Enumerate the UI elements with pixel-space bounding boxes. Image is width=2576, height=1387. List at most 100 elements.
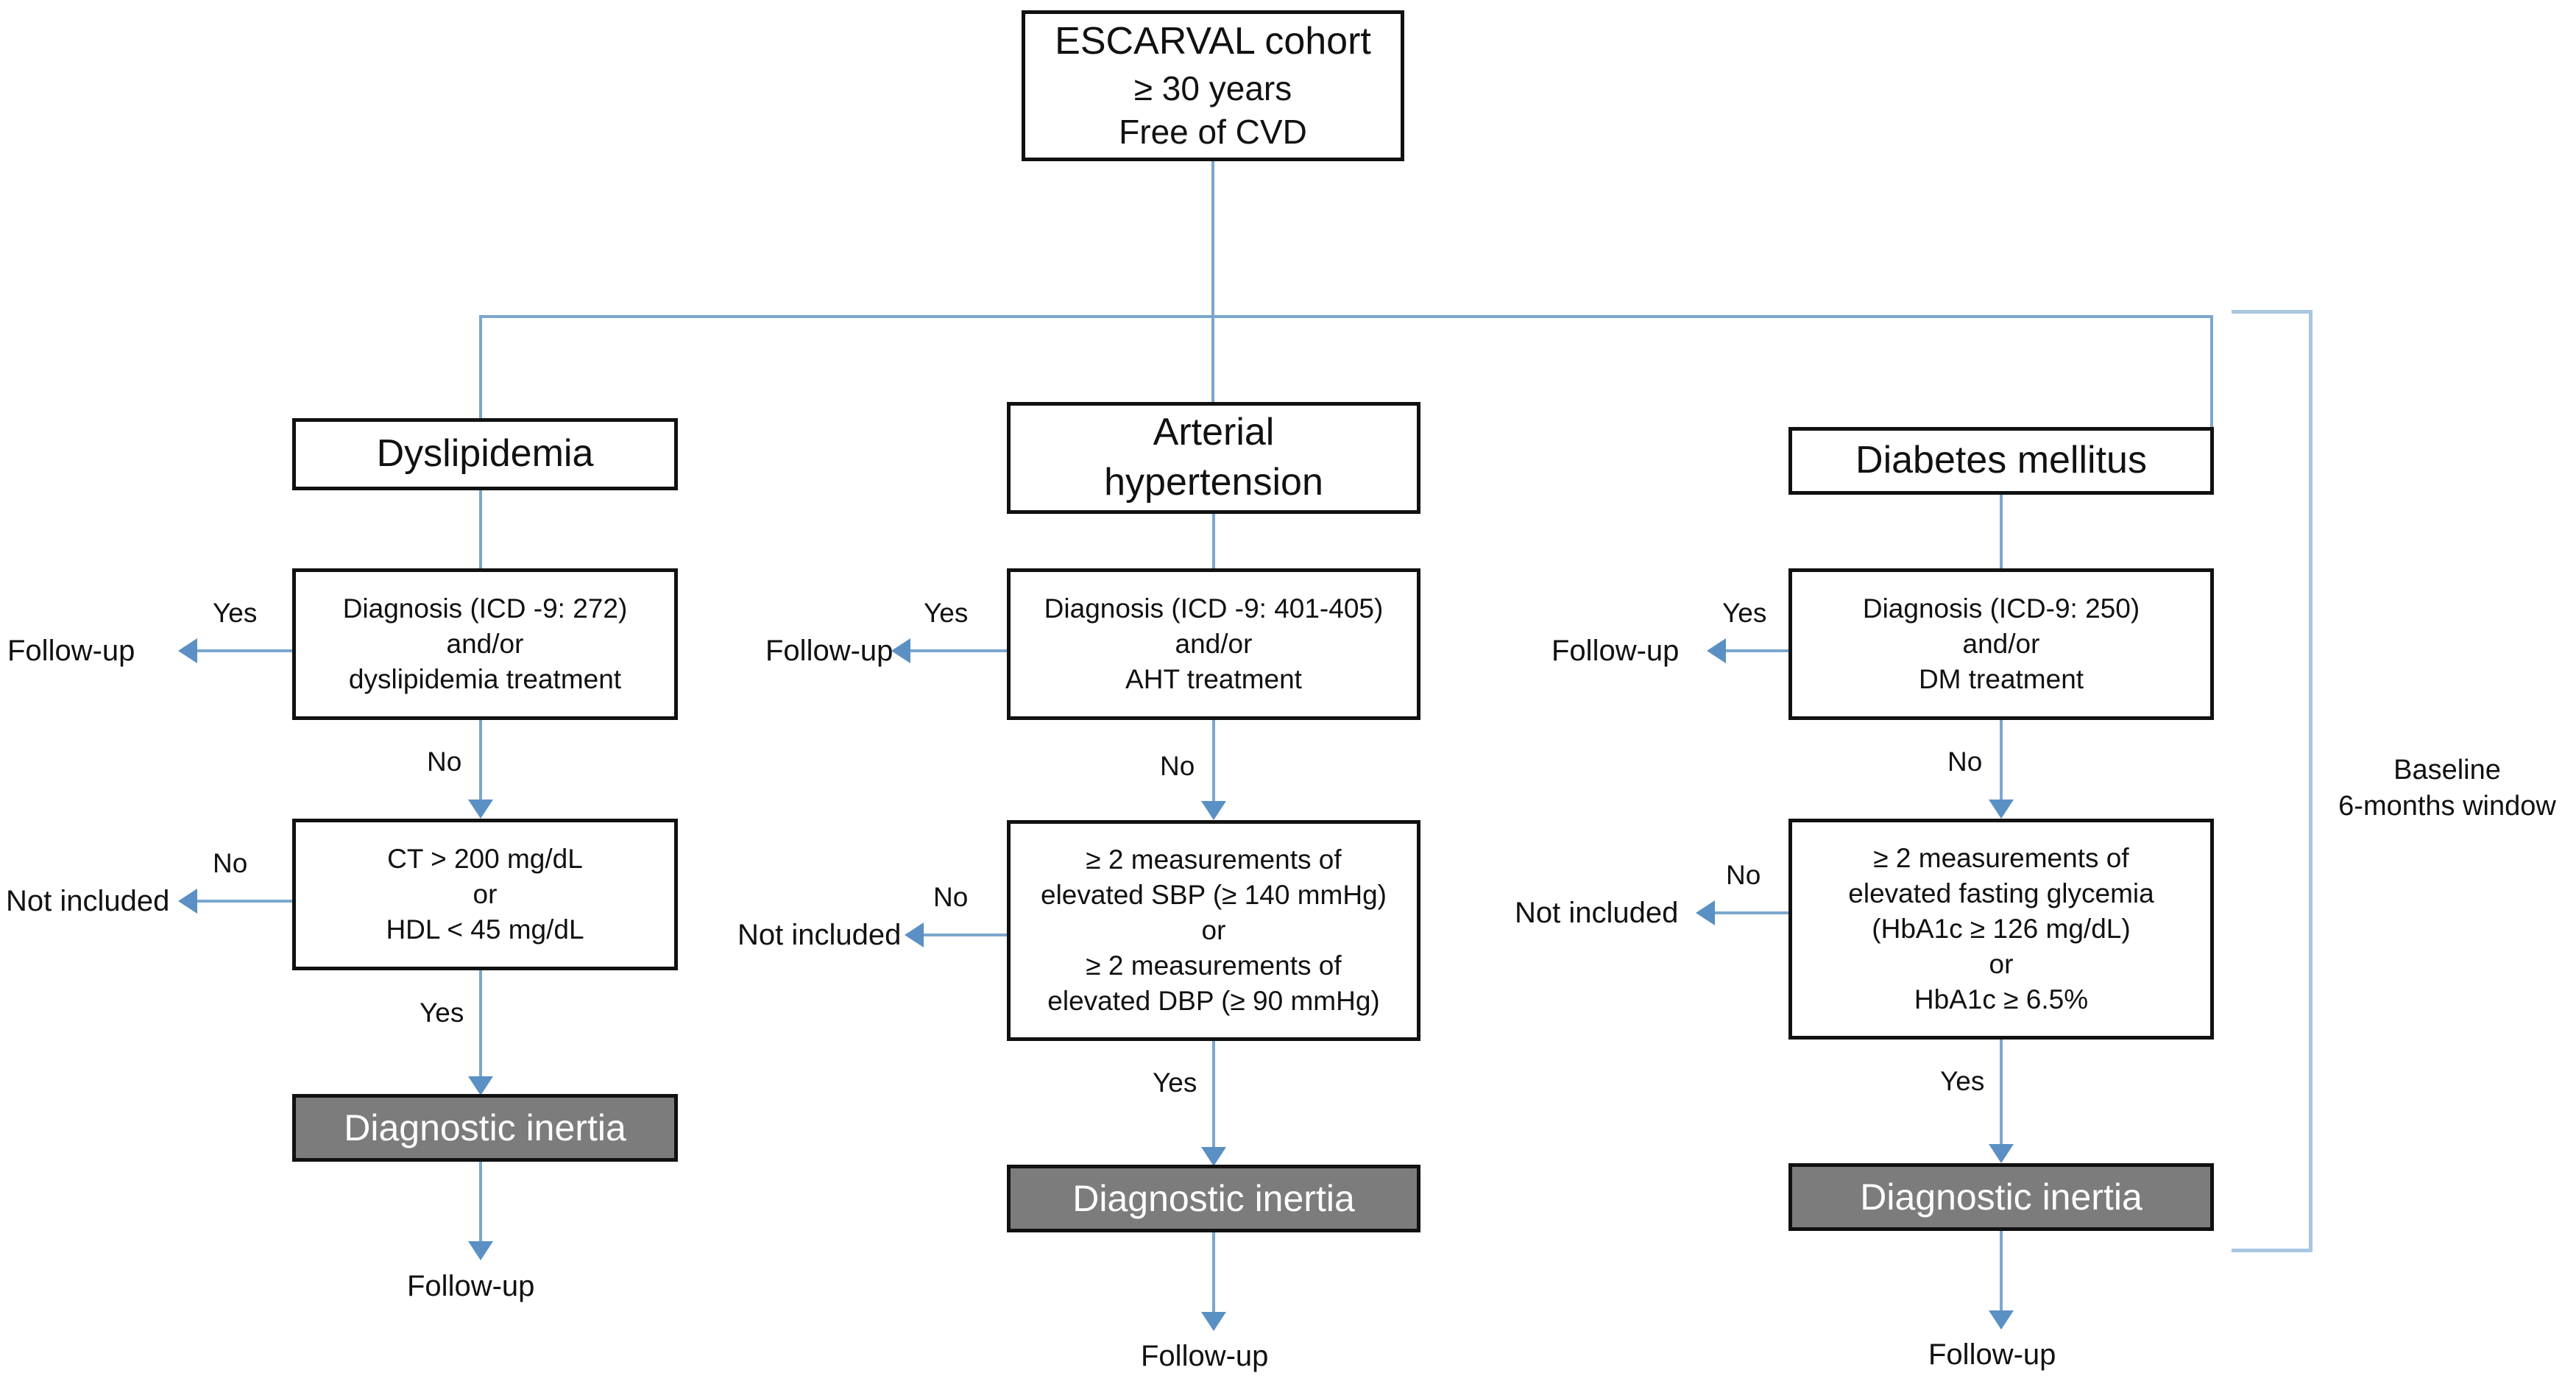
hypertension-diagnosis-line-3: AHT treatment: [1125, 664, 1302, 695]
bracket-bottom-tick: [2232, 1249, 2313, 1252]
terminal-hypertension-followup: Follow-up: [1141, 1340, 1269, 1372]
hypertension-criteria-line-3: or: [1201, 914, 1226, 945]
diabetes-criteria-line-4: or: [1989, 949, 2014, 980]
node-diabetes-diagnosis: Diagnosis (ICD-9: 250) and/or DM treatme…: [1788, 568, 2214, 720]
diabetes-criteria-line-3: (HbA1c ≥ 126 mg/dL): [1872, 913, 2131, 944]
node-hypertension-outcome: Diagnostic inertia: [1007, 1165, 1420, 1232]
label-dyslipidemia-criteria-yes: Yes: [420, 998, 464, 1028]
terminal-diabetes-followup: Follow-up: [1928, 1338, 2056, 1371]
label-diabetes-yes: Yes: [1722, 598, 1767, 628]
dyslipidemia-diagnosis-line-3: dyslipidemia treatment: [348, 664, 622, 695]
bracket-label-line-2: 6-months window: [2338, 791, 2556, 822]
connector-hypertension-title-to-diagnosis: [1212, 514, 1215, 568]
diabetes-diagnosis-line-2: and/or: [1962, 628, 2040, 659]
hypertension-diagnosis-line-2: and/or: [1175, 628, 1253, 659]
diabetes-outcome-label: Diagnostic inertia: [1860, 1176, 2142, 1218]
connector-diabetes-criteria-yes: [2000, 1040, 2003, 1148]
node-diabetes-title: Diabetes mellitus: [1788, 427, 2214, 495]
arrowhead-diabetes-yes: [1707, 638, 1726, 663]
terminal-diabetes-not-included: Not included: [1515, 897, 1679, 929]
bracket-vertical: [2309, 310, 2313, 1252]
connector-root-stem: [1211, 161, 1214, 317]
node-hypertension-criteria: ≥ 2 measurements of elevated SBP (≥ 140 …: [1007, 820, 1420, 1041]
connector-distribution-bar: [479, 315, 2213, 318]
connector-hypertension-criteria-yes: [1212, 1041, 1215, 1151]
label-dyslipidemia-criteria-no: No: [213, 848, 248, 878]
hypertension-title-line-2: hypertension: [1104, 461, 1323, 504]
node-dyslipidemia-criteria: CT > 200 mg/dL or HDL < 45 mg/dL: [292, 819, 678, 970]
bracket-label: Baseline 6-months window: [2326, 752, 2569, 825]
arrowhead-diabetes-criteria-no: [1696, 900, 1715, 925]
hypertension-criteria-line-1: ≥ 2 measurements of: [1086, 844, 1342, 875]
node-escarval-cohort: ESCARVAL cohort ≥ 30 years Free of CVD: [1022, 10, 1404, 161]
dyslipidemia-criteria-line-1: CT > 200 mg/dL: [387, 843, 583, 874]
terminal-dyslipidemia-followup: Follow-up: [407, 1270, 535, 1302]
connector-hypertension-criteria-no: [924, 934, 1008, 936]
connector-drop-dyslipidemia: [479, 315, 482, 420]
diabetes-criteria-line-5: HbA1c ≥ 6.5%: [1914, 984, 2089, 1015]
arrowhead-hypertension-followup: [1201, 1312, 1226, 1331]
arrowhead-dyslipidemia-criteria-yes: [468, 1076, 493, 1095]
arrowhead-dyslipidemia-criteria-no: [178, 889, 197, 914]
arrowhead-diabetes-no: [1989, 800, 2014, 819]
arrowhead-dyslipidemia-followup: [468, 1241, 493, 1260]
connector-dyslipidemia-criteria-yes: [479, 970, 482, 1081]
hypertension-criteria-line-2: elevated SBP (≥ 140 mmHg): [1041, 879, 1387, 910]
terminal-diabetes-yes-followup: Follow-up: [1551, 635, 1680, 667]
connector-drop-diabetes: [2210, 315, 2213, 427]
bracket-label-line-1: Baseline: [2393, 755, 2501, 786]
arrowhead-dyslipidemia-yes: [178, 638, 197, 663]
arrowhead-hypertension-yes: [891, 638, 910, 663]
arrowhead-diabetes-followup: [1989, 1310, 2014, 1330]
hypertension-title-line-1: Arterial: [1153, 411, 1275, 454]
label-diabetes-no: No: [1947, 747, 1983, 777]
hypertension-criteria-line-4: ≥ 2 measurements of: [1086, 950, 1342, 981]
dyslipidemia-title: Dyslipidemia: [376, 432, 594, 476]
dyslipidemia-criteria-line-2: or: [473, 878, 498, 909]
node-hypertension-title: Arterial hypertension: [1007, 402, 1420, 514]
connector-diabetes-yes: [1726, 649, 1790, 652]
hypertension-criteria-line-5: elevated DBP (≥ 90 mmHg): [1047, 986, 1380, 1017]
connector-dyslipidemia-outcome-to-followup: [479, 1162, 482, 1244]
diabetes-title: Diabetes mellitus: [1855, 439, 2147, 482]
connector-diabetes-criteria-no: [1715, 911, 1790, 914]
node-dyslipidemia-title: Dyslipidemia: [292, 418, 678, 490]
diabetes-criteria-line-1: ≥ 2 measurements of: [1873, 842, 2129, 873]
connector-hypertension-outcome-to-followup: [1212, 1232, 1215, 1315]
arrowhead-hypertension-no: [1201, 801, 1226, 820]
terminal-hypertension-not-included: Not included: [737, 919, 902, 951]
arrowhead-dyslipidemia-no: [468, 800, 493, 819]
terminal-dyslipidemia-not-included: Not included: [6, 885, 170, 917]
node-diabetes-outcome: Diagnostic inertia: [1788, 1163, 2214, 1231]
connector-dyslipidemia-criteria-no: [197, 900, 294, 903]
connector-dyslipidemia-title-to-diagnosis: [479, 490, 482, 568]
connector-diabetes-title-to-diagnosis: [2000, 495, 2003, 568]
hypertension-outcome-label: Diagnostic inertia: [1072, 1177, 1355, 1219]
arrowhead-hypertension-criteria-yes: [1201, 1147, 1226, 1166]
dyslipidemia-diagnosis-line-2: and/or: [446, 628, 524, 659]
terminal-dyslipidemia-yes-followup: Follow-up: [7, 635, 135, 667]
root-line-2: ≥ 30 years: [1133, 68, 1292, 107]
dyslipidemia-diagnosis-line-1: Diagnosis (ICD -9: 272): [342, 593, 628, 624]
bracket-top-tick: [2232, 310, 2313, 314]
root-title: ESCARVAL cohort: [1055, 19, 1371, 63]
node-hypertension-diagnosis: Diagnosis (ICD -9: 401-405) and/or AHT t…: [1007, 568, 1420, 720]
diabetes-diagnosis-line-1: Diagnosis (ICD-9: 250): [1862, 593, 2140, 624]
label-dyslipidemia-yes: Yes: [213, 598, 258, 628]
diabetes-diagnosis-line-3: DM treatment: [1918, 664, 2084, 695]
node-dyslipidemia-diagnosis: Diagnosis (ICD -9: 272) and/or dyslipide…: [292, 568, 678, 720]
connector-dyslipidemia-no: [479, 720, 482, 802]
connector-drop-hypertension: [1211, 315, 1214, 402]
label-diabetes-criteria-no: No: [1726, 860, 1761, 890]
dyslipidemia-outcome-label: Diagnostic inertia: [344, 1107, 626, 1148]
root-line-3: Free of CVD: [1119, 113, 1307, 152]
label-hypertension-criteria-no: No: [933, 882, 969, 912]
node-diabetes-criteria: ≥ 2 measurements of elevated fasting gly…: [1788, 819, 2214, 1040]
connector-hypertension-yes: [910, 649, 1008, 652]
label-hypertension-criteria-yes: Yes: [1153, 1067, 1197, 1098]
diabetes-criteria-line-2: elevated fasting glycemia: [1848, 878, 2154, 908]
label-diabetes-criteria-yes: Yes: [1940, 1066, 1985, 1096]
connector-hypertension-no: [1212, 720, 1215, 804]
arrowhead-hypertension-criteria-no: [905, 922, 924, 947]
